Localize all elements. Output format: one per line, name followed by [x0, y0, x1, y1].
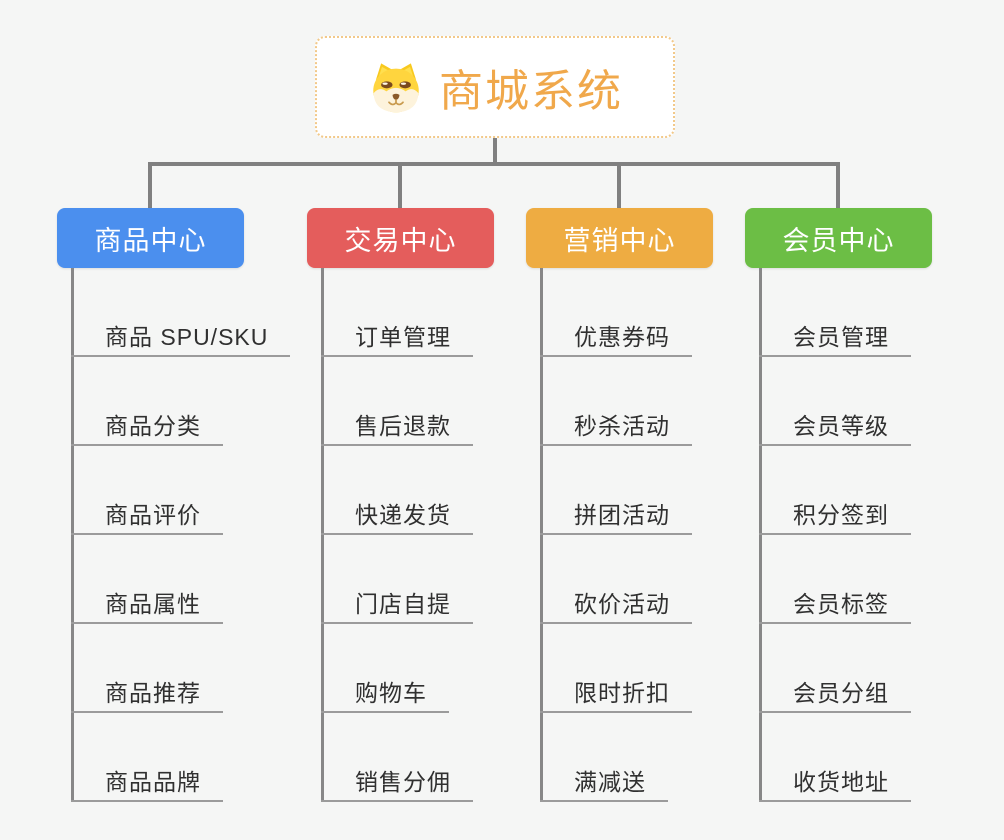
leaf-node[interactable]: 砍价活动 [540, 588, 692, 624]
leaf-node[interactable]: 会员等级 [759, 410, 911, 446]
leaf-node[interactable]: 商品属性 [71, 588, 223, 624]
shiba-dog-icon [373, 63, 419, 113]
leaf-node[interactable]: 限时折扣 [540, 677, 692, 713]
leaf-node[interactable]: 销售分佣 [321, 766, 473, 802]
leaf-node[interactable]: 秒杀活动 [540, 410, 692, 446]
branch-node-product-center[interactable]: 商品中心 [57, 208, 244, 268]
branch-node-member-center[interactable]: 会员中心 [745, 208, 932, 268]
leaf-node[interactable]: 商品评价 [71, 499, 223, 535]
leaf-node[interactable]: 快递发货 [321, 499, 473, 535]
leaf-node[interactable]: 会员管理 [759, 321, 911, 357]
branch-node-marketing-center[interactable]: 营销中心 [526, 208, 713, 268]
leaf-node[interactable]: 订单管理 [321, 321, 473, 357]
connector-drop-product-center [148, 162, 152, 208]
connector-drop-member-center [836, 162, 840, 208]
leaf-node[interactable]: 商品分类 [71, 410, 223, 446]
connector-root-stem [493, 138, 497, 164]
connector-trunk-member-center [759, 268, 762, 802]
root-node[interactable]: 商城系统 [315, 36, 675, 138]
leaf-node[interactable]: 会员分组 [759, 677, 911, 713]
connector-trunk-product-center [71, 268, 74, 802]
leaf-node[interactable]: 商品 SPU/SKU [71, 321, 291, 357]
connector-drop-marketing-center [617, 162, 621, 208]
leaf-node[interactable]: 拼团活动 [540, 499, 692, 535]
branch-node-trade-center[interactable]: 交易中心 [307, 208, 494, 268]
connector-trunk-marketing-center [540, 268, 543, 802]
leaf-node[interactable]: 门店自提 [321, 588, 473, 624]
root-title: 商城系统 [439, 67, 623, 116]
leaf-node[interactable]: 售后退款 [321, 410, 473, 446]
connector-trunk-trade-center [321, 268, 324, 802]
leaf-node[interactable]: 购物车 [321, 677, 449, 713]
leaf-node[interactable]: 会员标签 [759, 588, 911, 624]
leaf-node[interactable]: 积分签到 [759, 499, 911, 535]
leaf-node[interactable]: 收货地址 [759, 766, 911, 802]
connector-horizontal-bar [148, 162, 840, 166]
connector-drop-trade-center [398, 162, 402, 208]
leaf-node[interactable]: 商品品牌 [71, 766, 223, 802]
leaf-node[interactable]: 满减送 [540, 766, 668, 802]
leaf-node[interactable]: 商品推荐 [71, 677, 223, 713]
leaf-node[interactable]: 优惠券码 [540, 321, 692, 357]
